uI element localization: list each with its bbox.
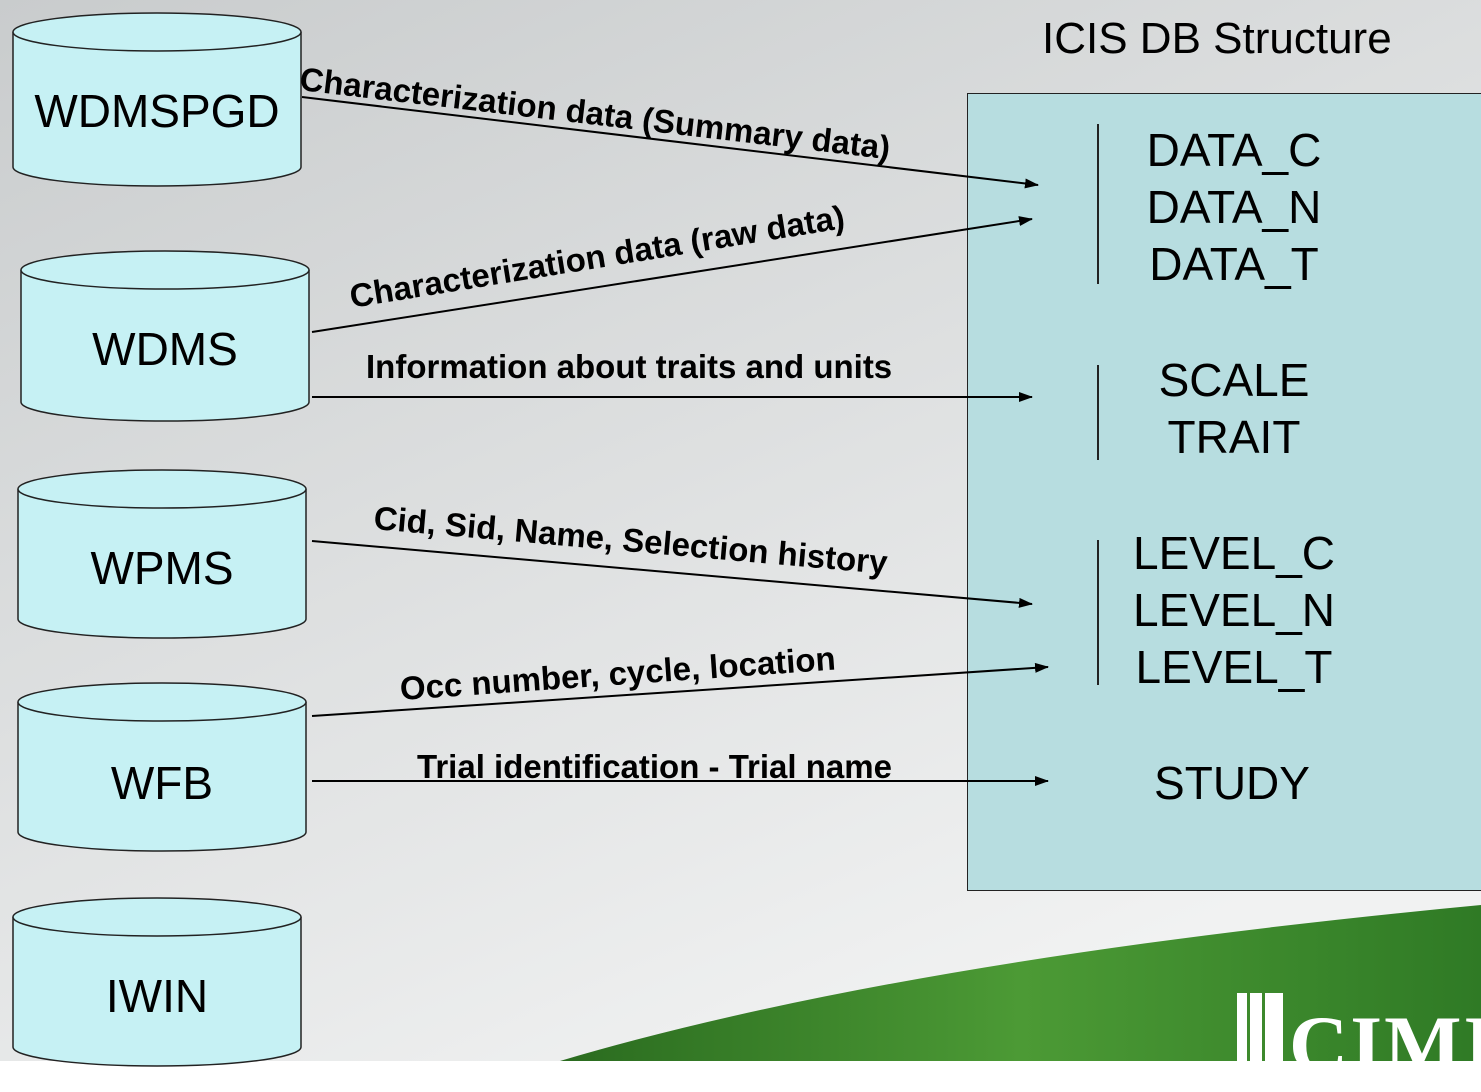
table-level-t: LEVEL_T	[1135, 641, 1333, 693]
table-study: STUDY	[1154, 757, 1310, 809]
database-wfb: WFB	[17, 680, 307, 855]
data-tables-group: DATA_C DATA_N DATA_T	[1097, 124, 1321, 290]
table-scale: SCALE	[1158, 354, 1310, 406]
icis-db-structure-box	[967, 93, 1481, 891]
database-label: IWIN	[105, 970, 209, 1022]
scale-trait-group: SCALE TRAIT	[1097, 354, 1309, 463]
table-level-c: LEVEL_C	[1132, 527, 1335, 579]
database-wpms: WPMS	[17, 467, 307, 642]
arrow-wpms-level	[311, 540, 1033, 608]
database-wdms: WDMS	[20, 250, 310, 422]
database-label: WDMSPGD	[34, 85, 280, 137]
database-label: WDMS	[92, 323, 238, 375]
diagram-title: ICIS DB Structure	[1042, 14, 1392, 63]
connection-arrows	[301, 96, 1049, 786]
table-data-c: DATA_C	[1146, 124, 1322, 176]
database-iwin: IWIN	[12, 895, 302, 1070]
connection-label: Trial identification - Trial name	[417, 748, 892, 785]
arrow-wdmspgd-data	[301, 96, 1039, 189]
arrow-wfb-level	[311, 662, 1049, 717]
connection-label: Information about traits and units	[366, 348, 893, 385]
table-data-n: DATA_N	[1146, 181, 1322, 233]
table-data-t: DATA_T	[1149, 238, 1319, 290]
cimmyt-logo-emblem	[1237, 993, 1283, 1061]
table-level-n: LEVEL_N	[1132, 584, 1335, 636]
database-wdmspgd: WDMSPGD	[12, 12, 302, 187]
database-label: WPMS	[90, 542, 234, 594]
database-label: WFB	[110, 757, 214, 809]
table-trait: TRAIT	[1167, 411, 1301, 463]
level-tables-group: LEVEL_C LEVEL_N LEVEL_T	[1097, 527, 1335, 693]
cimmyt-logo-text: CIMI	[1289, 999, 1481, 1090]
arrow-wdms-data	[311, 216, 1033, 333]
